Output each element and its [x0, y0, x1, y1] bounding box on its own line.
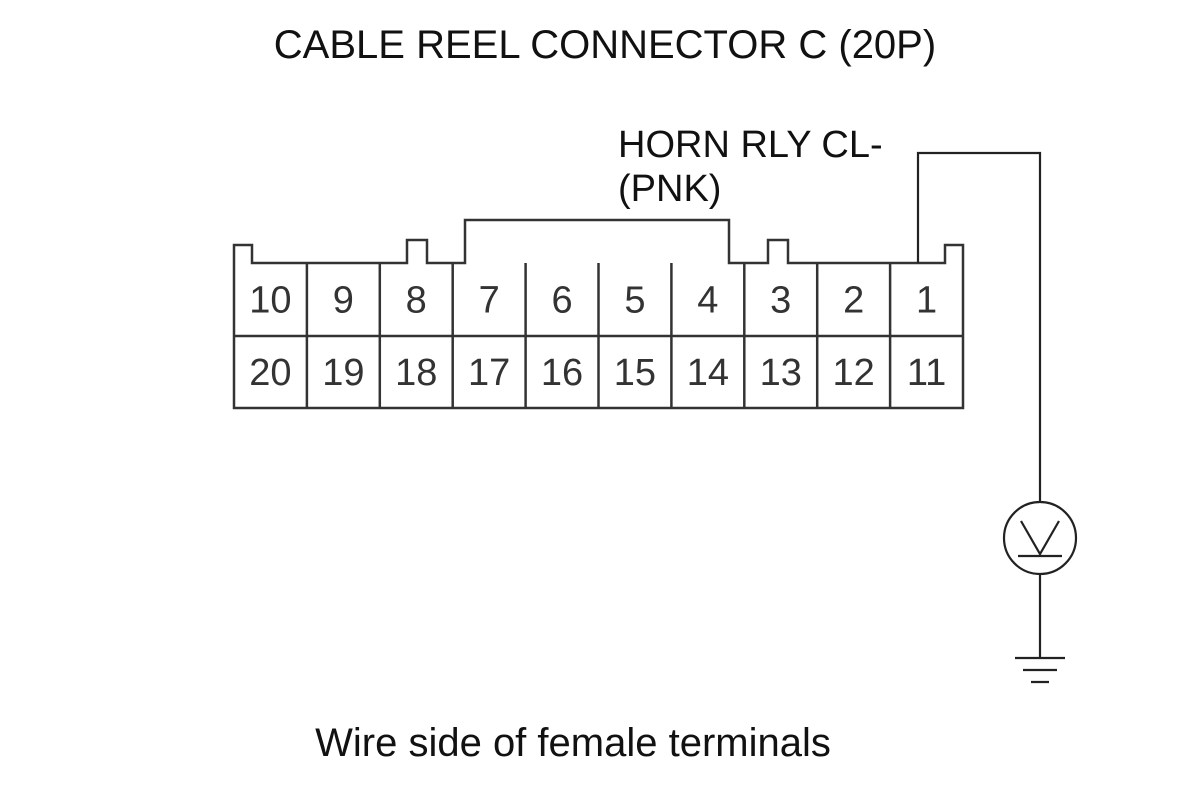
terminal-12-label: 12 — [833, 352, 875, 394]
terminal-2-label: 2 — [843, 280, 864, 322]
diagram-caption: Wire side of female terminals — [315, 721, 831, 765]
terminal-13-label: 13 — [760, 352, 802, 394]
terminal-5-label: 5 — [624, 280, 645, 322]
terminal-20-label: 20 — [249, 352, 291, 394]
terminal-7-label: 7 — [479, 280, 500, 322]
terminal-1-label: 1 — [916, 280, 937, 322]
terminal-3-label: 3 — [770, 280, 791, 322]
diagram-title: CABLE REEL CONNECTOR C (20P) — [274, 23, 936, 67]
wire-label-color: (PNK) — [618, 168, 721, 210]
terminal-14-label: 14 — [687, 352, 729, 394]
terminal-8-label: 8 — [406, 280, 427, 322]
terminal-19-label: 19 — [322, 352, 364, 394]
probe-wire — [916, 151, 1042, 503]
terminal-16-label: 16 — [541, 352, 583, 394]
terminal-15-label: 15 — [614, 352, 656, 394]
cell-dividers — [305, 263, 892, 408]
terminal-6-label: 6 — [551, 280, 572, 322]
terminal-4-label: 4 — [697, 280, 718, 322]
connector-outline — [232, 218, 965, 410]
voltmeter-v-symbol — [1020, 520, 1060, 557]
wire-label-name: HORN RLY CL- — [618, 124, 883, 166]
voltmeter-circle — [1002, 500, 1078, 576]
voltmeter-icon — [1002, 500, 1078, 576]
terminal-17-label: 17 — [468, 352, 510, 394]
ground-icon — [1015, 656, 1065, 684]
terminal-10-label: 10 — [249, 280, 291, 322]
terminal-11-label: 11 — [907, 352, 946, 394]
terminal-9-label: 9 — [333, 280, 354, 322]
terminal-18-label: 18 — [395, 352, 437, 394]
